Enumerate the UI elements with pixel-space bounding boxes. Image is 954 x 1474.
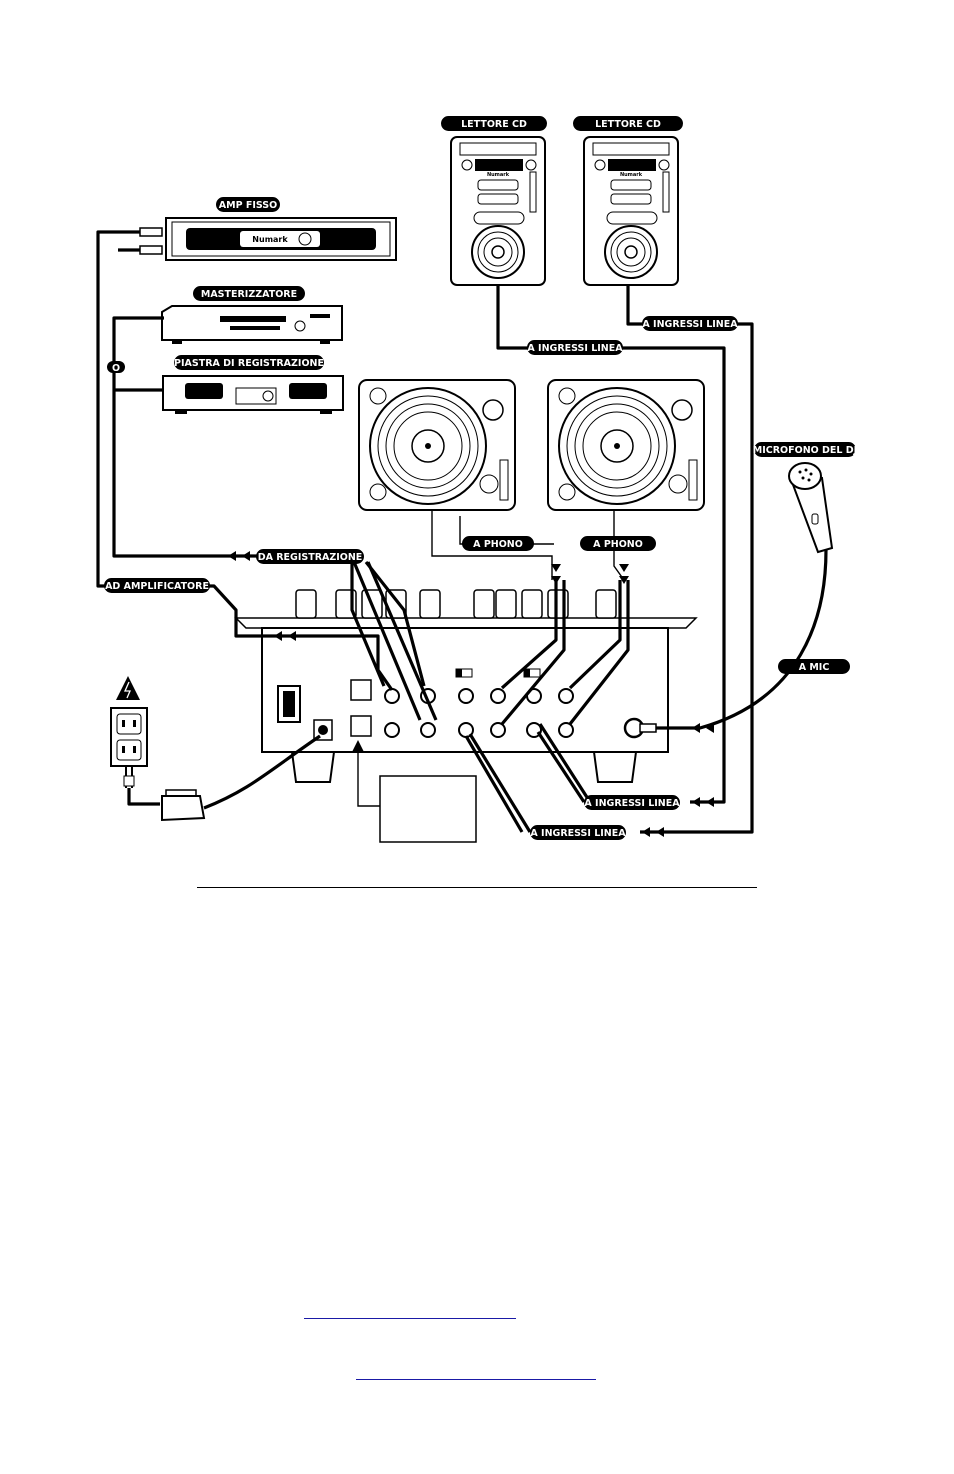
or-badge: O	[107, 361, 125, 374]
callout-box	[380, 776, 476, 842]
microphone	[789, 463, 832, 552]
label-line-in-low-2: A INGRESSI LINEA	[530, 825, 626, 840]
tape-deck	[163, 376, 343, 414]
svg-text:O: O	[112, 363, 120, 374]
label-from-record: DA REGISTRAZIONE	[256, 549, 364, 564]
svg-text:DA REGISTRAZIONE: DA REGISTRAZIONE	[258, 552, 363, 563]
svg-text:LETTORE CD: LETTORE CD	[595, 119, 661, 130]
label-line-in-low-1: A INGRESSI LINEA	[584, 795, 680, 810]
svg-text:A INGRESSI LINEA: A INGRESSI LINEA	[584, 798, 680, 809]
label-phono-1: A PHONO	[462, 536, 534, 551]
label-cd-player-1: LETTORE CD	[441, 116, 547, 131]
link-underline-2[interactable]	[356, 1379, 596, 1380]
label-phono-2: A PHONO	[580, 536, 656, 551]
cd-burner	[162, 306, 342, 344]
amp-brand: Numark	[252, 235, 288, 244]
label-line-in-cd2: A INGRESSI LINEA	[642, 316, 738, 331]
svg-text:PIASTRA DI REGISTRAZIONE: PIASTRA DI REGISTRAZIONE	[174, 358, 324, 369]
label-cd-player-2: LETTORE CD	[573, 116, 683, 131]
svg-text:A INGRESSI LINEA: A INGRESSI LINEA	[642, 319, 738, 330]
cd-player-1: Numark	[451, 137, 545, 285]
svg-text:A INGRESSI LINEA: A INGRESSI LINEA	[530, 828, 626, 839]
amplifier: Numark	[166, 218, 396, 260]
svg-text:AD AMPLIFICATORE: AD AMPLIFICATORE	[105, 581, 209, 592]
label-cd-burner: MASTERIZZATORE	[193, 286, 305, 301]
svg-text:MICROFONO DEL DJ: MICROFONO DEL DJ	[753, 445, 857, 456]
cd-player-2: Numark	[584, 137, 678, 285]
svg-text:MASTERIZZATORE: MASTERIZZATORE	[201, 289, 297, 300]
wiring-diagram: Numark Numark Numark	[0, 0, 954, 880]
label-to-amp: AD AMPLIFICATORE	[104, 578, 210, 593]
turntable-1	[359, 380, 515, 510]
svg-text:A INGRESSI LINEA: A INGRESSI LINEA	[527, 343, 623, 354]
svg-text:A PHONO: A PHONO	[473, 539, 523, 550]
cd2-brand: Numark	[620, 172, 643, 178]
svg-text:AMP FISSO: AMP FISSO	[219, 200, 277, 211]
power-outlet	[111, 676, 147, 788]
power-adapter	[162, 790, 204, 820]
svg-text:LETTORE CD: LETTORE CD	[461, 119, 527, 130]
label-amp: AMP FISSO	[216, 197, 280, 212]
divider-rule	[197, 887, 757, 888]
label-dj-mic: MICROFONO DEL DJ	[753, 442, 857, 457]
link-underline-1[interactable]	[304, 1318, 516, 1319]
cd1-brand: Numark	[487, 172, 510, 178]
label-line-in-cd1: A INGRESSI LINEA	[527, 340, 623, 355]
label-tape-deck: PIASTRA DI REGISTRAZIONE	[174, 355, 324, 370]
turntable-2	[548, 380, 704, 510]
svg-text:A PHONO: A PHONO	[593, 539, 643, 550]
label-to-mic: A MIC	[778, 659, 850, 674]
svg-text:A MIC: A MIC	[799, 662, 830, 673]
